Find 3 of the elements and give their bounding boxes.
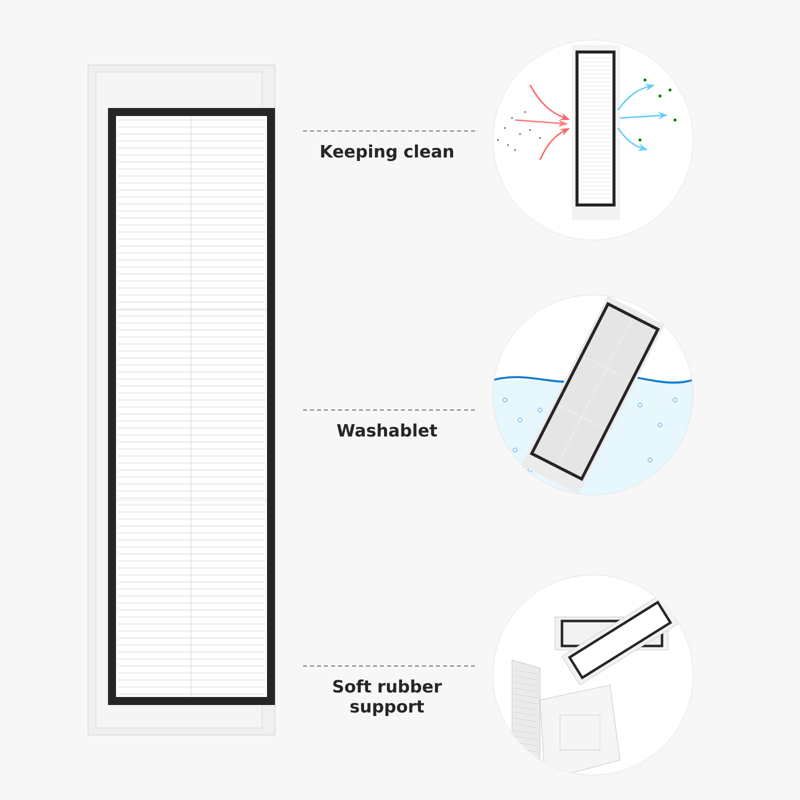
feature-label: Keeping clean bbox=[321, 144, 454, 162]
feature-label: Washablet bbox=[337, 424, 438, 437]
feature-label: Soft rubber support bbox=[333, 680, 442, 716]
